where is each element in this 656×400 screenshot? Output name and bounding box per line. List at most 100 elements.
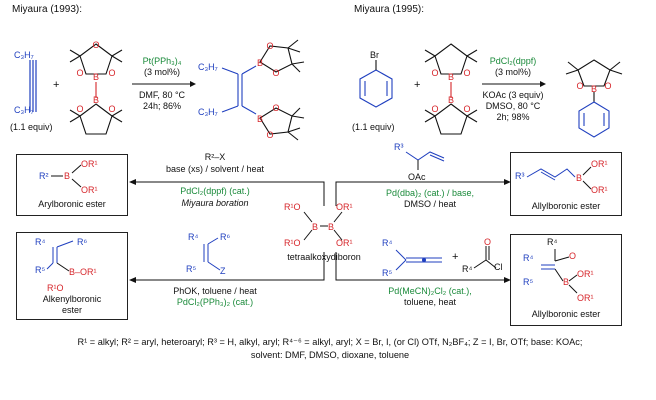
svg-text:O: O — [484, 237, 491, 247]
alkyne-top-substituent: C₃H₇ — [14, 50, 34, 60]
svg-text:O: O — [569, 251, 576, 261]
arrow-ul-reagent: R²–X — [204, 152, 226, 162]
svg-text:R⁴: R⁴ — [462, 264, 472, 274]
arrow-ul-conditions: base (xs) / solvent / heat — [165, 164, 265, 174]
pd-catalyst: PdCl₂(dppf) — [489, 56, 537, 66]
svg-text:O: O — [272, 68, 279, 78]
acyl-chloride-reagent: R⁴ O — [462, 237, 497, 274]
svg-text:R⁵: R⁵ — [186, 264, 196, 274]
svg-text:O: O — [463, 68, 470, 78]
svg-text:R⁶: R⁶ — [77, 237, 87, 247]
product-top-substituent: C₃H₇ — [198, 62, 218, 72]
cond-1993-2: 24h; 86% — [142, 101, 182, 111]
svg-text:B: B — [64, 171, 70, 181]
legend-line-2: solvent: DMF, DMSO, dioxane, toluene — [250, 350, 410, 360]
miyaura-1995-header: Miyaura (1995): — [354, 4, 425, 15]
svg-text:OR¹: OR¹ — [577, 293, 594, 303]
svg-text:OR¹: OR¹ — [577, 269, 594, 279]
legend: R¹ = alkyl; R² = aryl, heteroaryl; R³ = … — [30, 336, 630, 362]
svg-text:O: O — [463, 104, 470, 114]
svg-text:R⁵: R⁵ — [523, 277, 533, 287]
arylboronic-label: Arylboronic ester — [38, 199, 106, 209]
svg-text:OR¹: OR¹ — [336, 202, 353, 212]
cl-label: Cl — [494, 262, 503, 272]
arylboronic-structure: R² B OR¹ OR¹ — [39, 159, 98, 195]
cond-1995-3: 2h; 98% — [496, 112, 530, 122]
svg-text:O: O — [431, 104, 438, 114]
bromobenzene-reagent — [359, 60, 393, 108]
svg-text:R⁶: R⁶ — [220, 232, 230, 242]
svg-text:B: B — [448, 95, 454, 105]
arrow-lower-left — [129, 252, 325, 283]
svg-text:O: O — [266, 41, 273, 51]
arrow-upper-left — [129, 179, 325, 206]
cond-1995-2: DMSO, 80 °C — [485, 101, 541, 111]
arrow-ur-catalyst: Pd(dba)₂ (cat.) / base, — [385, 188, 475, 198]
svg-text:B: B — [257, 114, 263, 124]
svg-text:O: O — [272, 103, 279, 113]
cond-1995-1: KOAc (3 equiv) — [482, 90, 544, 100]
svg-text:O: O — [108, 68, 115, 78]
svg-text:O: O — [266, 130, 273, 140]
svg-text:B: B — [93, 95, 99, 105]
allylboronic-top-box: R³ B OR¹ OR¹ Allylboronic ester — [510, 152, 622, 216]
alkenylboronic-label-2: ester — [61, 305, 82, 315]
svg-text:R²: R² — [39, 171, 49, 181]
allylboronic-top-label: Allylboronic ester — [531, 201, 601, 211]
svg-text:R⁴: R⁴ — [35, 237, 45, 247]
phenyl-bpin-product: B O O — [565, 59, 623, 138]
arrow-lr-catalyst: Pd(MeCN)₂Cl₂ (cat.), — [388, 286, 472, 296]
alkyne-bottom-substituent: C₃H₇ — [14, 105, 34, 115]
b2pin2-structure-left: O B B O O O O — [69, 40, 123, 135]
alkenylboronic-structure: R⁴ R⁶ R⁵ B–OR¹ R¹O — [35, 237, 97, 293]
svg-text:B: B — [257, 58, 263, 68]
vinyl-halide-reagent: R⁴ R⁶ R⁵ — [186, 232, 230, 274]
allylboronic-bottom-box: R⁴ R⁴ R⁵ O B OR¹ OR¹ Allylboronic ester — [510, 234, 622, 326]
svg-text:R³: R³ — [394, 142, 404, 152]
svg-text:O: O — [576, 81, 583, 91]
svg-text:O: O — [431, 68, 438, 78]
svg-text:OR¹: OR¹ — [591, 159, 608, 169]
svg-text:B: B — [312, 222, 318, 232]
allylboronic-top-structure: R³ B OR¹ OR¹ — [515, 159, 608, 195]
arrow-ul-name: Miyaura boration — [181, 198, 249, 208]
arrow-ul-catalyst: PdCl₂(dppf) (cat.) — [180, 186, 250, 196]
svg-text:B: B — [563, 277, 569, 287]
svg-text:O: O — [76, 104, 83, 114]
arrow-ll-conditions: PhOK, toluene / heat — [173, 286, 257, 296]
svg-text:R⁴: R⁴ — [523, 253, 533, 263]
arrow-ll-catalyst: PdCl₂(PPh₃)₂ (cat.) — [176, 297, 254, 307]
svg-text:R⁴: R⁴ — [382, 238, 392, 248]
svg-text:R⁴: R⁴ — [188, 232, 198, 242]
miyaura-1993-header: Miyaura (1993): — [12, 4, 83, 15]
alkyne-equiv: (1.1 equiv) — [10, 122, 53, 132]
bromobenzene-equiv: (1.1 equiv) — [352, 122, 395, 132]
diboryl-alkene-product: B B O O O O — [221, 39, 305, 141]
z-label: Z — [220, 266, 226, 276]
arrow-lower-right — [335, 252, 511, 283]
alkyne-reagent — [29, 60, 37, 112]
svg-text:O: O — [76, 68, 83, 78]
plus-sign-lower: + — [452, 251, 459, 263]
plus-sign: + — [53, 79, 60, 91]
pt-catalyst-load: (3 mol%) — [143, 67, 180, 77]
svg-text:B: B — [591, 84, 597, 94]
svg-text:B–OR¹: B–OR¹ — [69, 267, 97, 277]
svg-text:R¹O: R¹O — [284, 202, 301, 212]
svg-text:O: O — [92, 40, 99, 50]
arrow-upper-right — [335, 179, 511, 206]
arrow-lr-conditions: toluene, heat — [403, 297, 457, 307]
arylboronic-box: R² B OR¹ OR¹ Arylboronic ester — [16, 154, 128, 216]
svg-text:O: O — [108, 104, 115, 114]
allene-reagent: R⁴ R⁵ — [382, 238, 442, 278]
cond-1993-1: DMF, 80 °C — [138, 90, 186, 100]
svg-text:B: B — [93, 72, 99, 82]
allylboronic-bottom-structure: R⁴ R⁴ R⁵ O B OR¹ OR¹ — [523, 237, 594, 303]
svg-text:B: B — [448, 72, 454, 82]
pd-catalyst-load: (3 mol%) — [494, 67, 531, 77]
svg-text:R⁵: R⁵ — [382, 268, 392, 278]
oac-label: OAc — [408, 172, 426, 182]
svg-text:B: B — [328, 222, 334, 232]
svg-text:R³: R³ — [515, 171, 525, 181]
allylboronic-bottom-label: Allylboronic ester — [531, 309, 601, 319]
